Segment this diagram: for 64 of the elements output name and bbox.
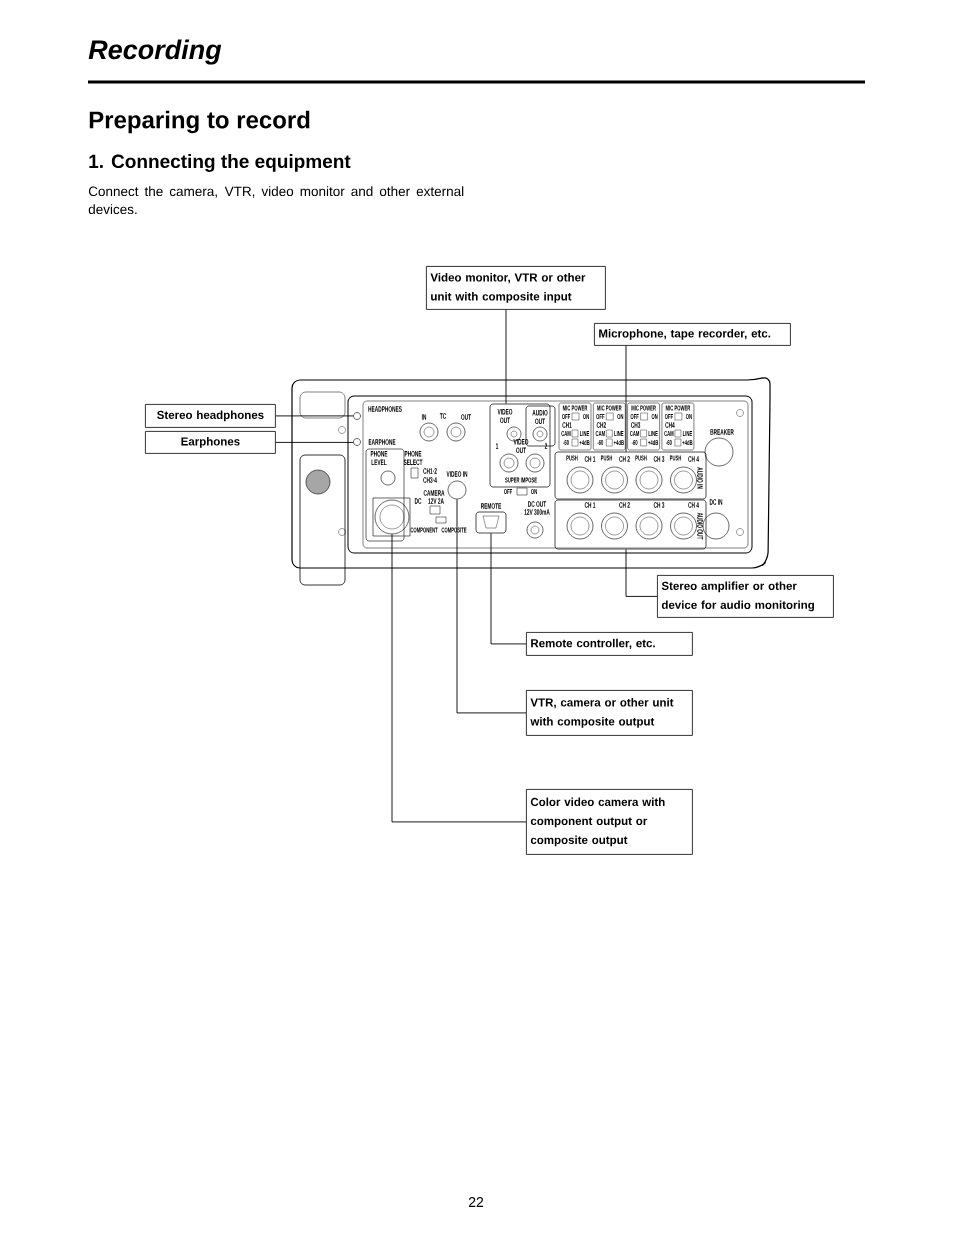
leader-line <box>456 498 527 714</box>
panel-label: CH2 <box>596 422 606 428</box>
panel-label: AUDIO OUT <box>697 512 703 540</box>
panel-label: AUDIO OUT <box>532 409 548 425</box>
panel-label: PHONE SELECT <box>403 450 423 466</box>
callout-box: VTR, camera or other unit with composite output <box>526 690 693 736</box>
panel-label: CH 4 <box>688 502 699 508</box>
panel-label: CAMERA <box>423 490 445 496</box>
panel-label: CH 1 <box>584 502 596 508</box>
audio-input-panel <box>554 451 707 500</box>
panel-label: CH 2 <box>619 456 630 462</box>
callout-box: Stereo amplifier or other device for audio monitoring <box>657 575 834 618</box>
leader-line <box>625 345 627 453</box>
panel-label: CH 3 <box>653 456 665 462</box>
panel-label: CH 1 <box>584 456 596 462</box>
panel-label: TC <box>439 413 447 419</box>
page-title: Recording <box>88 39 222 65</box>
leader-line <box>391 533 527 823</box>
intro-paragraph: Connect the camera, VTR, video monitor and other external devices. <box>88 186 464 215</box>
section-heading: Preparing to record <box>89 110 310 134</box>
leader-line <box>625 548 658 597</box>
panel-label: HEADPHONES <box>368 406 402 412</box>
panel-label: DC IN <box>709 499 723 505</box>
leader-line <box>505 309 507 405</box>
panel-label: CH3 <box>631 422 641 428</box>
page-number: 22 <box>468 1197 484 1207</box>
audio-output-panel <box>554 499 707 550</box>
video-output-panel <box>489 403 551 488</box>
panel-label: 2 <box>544 443 548 449</box>
panel-label: VIDEO IN <box>446 471 468 477</box>
panel-label: VIDEO OUT <box>513 438 529 454</box>
panel-label: 1 <box>495 443 499 449</box>
subsection-heading: 1. Connecting the equipment <box>89 154 351 172</box>
panel-label: CH 2 <box>619 502 630 508</box>
panel-label: 12V 2A <box>428 498 444 504</box>
callout-box: Stereo headphones <box>145 404 276 428</box>
panel-label: IN <box>421 414 427 420</box>
earphone-jack <box>353 438 361 446</box>
leader-line <box>490 532 527 645</box>
video-input-jack <box>447 480 467 500</box>
callout-box: Earphones <box>145 431 276 454</box>
panel-label: CH 4 <box>688 456 699 462</box>
headphone-jack <box>353 412 361 420</box>
panel-label: VIDEO OUT <box>497 408 513 424</box>
callout-box: Video monitor, VTR or other unit with composite input <box>426 266 606 310</box>
panel-label: CH4 <box>665 422 675 428</box>
panel-label: DC OUT <box>528 501 547 507</box>
leader-line <box>275 415 354 417</box>
callout-box: Color video camera with component output or composite output <box>526 789 693 855</box>
callout-box: Microphone, tape recorder, etc. <box>594 323 791 346</box>
panel-label: EARPHONE <box>368 439 396 445</box>
panel-label: CH 3 <box>653 502 665 508</box>
panel-label: REMOTE <box>481 503 502 509</box>
remote-connector <box>475 511 507 534</box>
panel-label: BREAKER <box>710 429 734 435</box>
panel-label: AUDIO IN <box>697 467 703 489</box>
panel-label: DC <box>414 498 422 504</box>
camera-connector <box>374 499 410 535</box>
callout-box: Remote controller, etc. <box>526 632 693 656</box>
panel-label: OUT <box>461 414 471 420</box>
panel-label: CH3·4 <box>423 477 437 483</box>
panel-label: CH1 <box>562 422 572 428</box>
panel-label: 12V 300mA <box>524 509 550 515</box>
leader-line <box>275 441 354 443</box>
